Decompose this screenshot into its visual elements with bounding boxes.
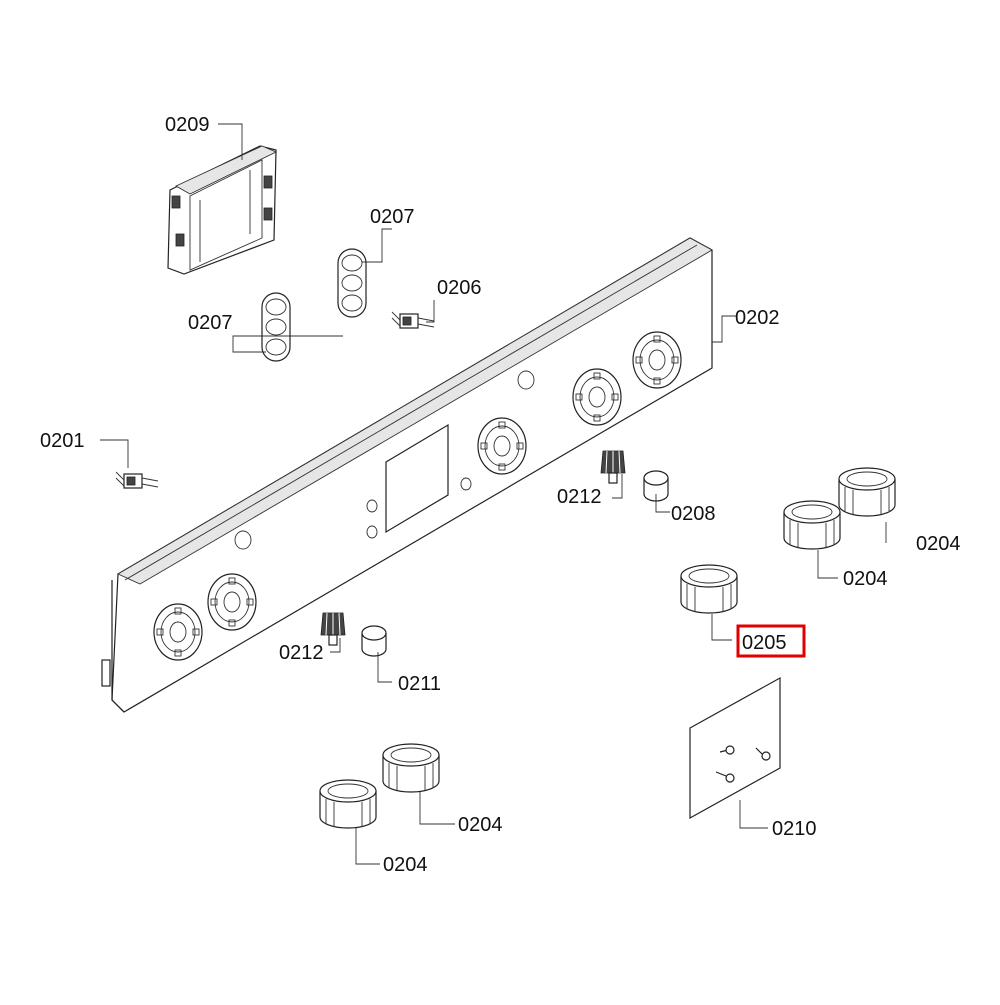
label-0207-upper: 0207 — [370, 206, 415, 228]
shaft-extension — [320, 612, 346, 646]
control-knob-0205 — [680, 564, 738, 614]
panel-dial-hole — [632, 331, 682, 389]
electronic-module — [167, 145, 278, 275]
control-knob — [783, 500, 841, 550]
label-0209: 0209 — [165, 114, 210, 136]
label-0204-right: 0204 — [916, 533, 961, 555]
label-0206: 0206 — [437, 277, 482, 299]
label-0204-bottom-right: 0204 — [458, 814, 503, 836]
control-knob — [382, 743, 440, 793]
shaft-extension — [600, 450, 626, 484]
label-0208: 0208 — [671, 503, 716, 525]
label-0212-upper: 0212 — [557, 486, 602, 508]
label-0205: 0205 — [742, 632, 787, 654]
button-cap-0211 — [361, 625, 387, 657]
label-0204-mid: 0204 — [843, 568, 888, 590]
panel-dial-hole — [477, 417, 527, 475]
panel-dial-hole — [153, 603, 203, 661]
panel-dial-hole — [572, 368, 622, 426]
label-0204-bottom-left: 0204 — [383, 854, 428, 876]
connector-0206 — [391, 311, 435, 329]
label-0210: 0210 — [772, 818, 817, 840]
indicator-light-holder — [261, 292, 291, 362]
screw-set-card — [689, 676, 781, 820]
label-0211: 0211 — [398, 673, 441, 695]
leader-lines — [100, 123, 887, 865]
control-panel — [101, 237, 713, 713]
indicator-light-holder — [337, 248, 367, 318]
label-0207-lower: 0207 — [188, 312, 233, 334]
label-0202: 0202 — [735, 307, 780, 329]
highlight-box — [736, 624, 806, 658]
control-knob — [838, 467, 896, 517]
label-0201: 0201 — [40, 430, 85, 452]
connector-0201 — [115, 471, 159, 489]
control-knob — [319, 779, 377, 829]
panel-dial-hole — [207, 573, 257, 631]
label-0212-lower: 0212 — [279, 642, 324, 664]
